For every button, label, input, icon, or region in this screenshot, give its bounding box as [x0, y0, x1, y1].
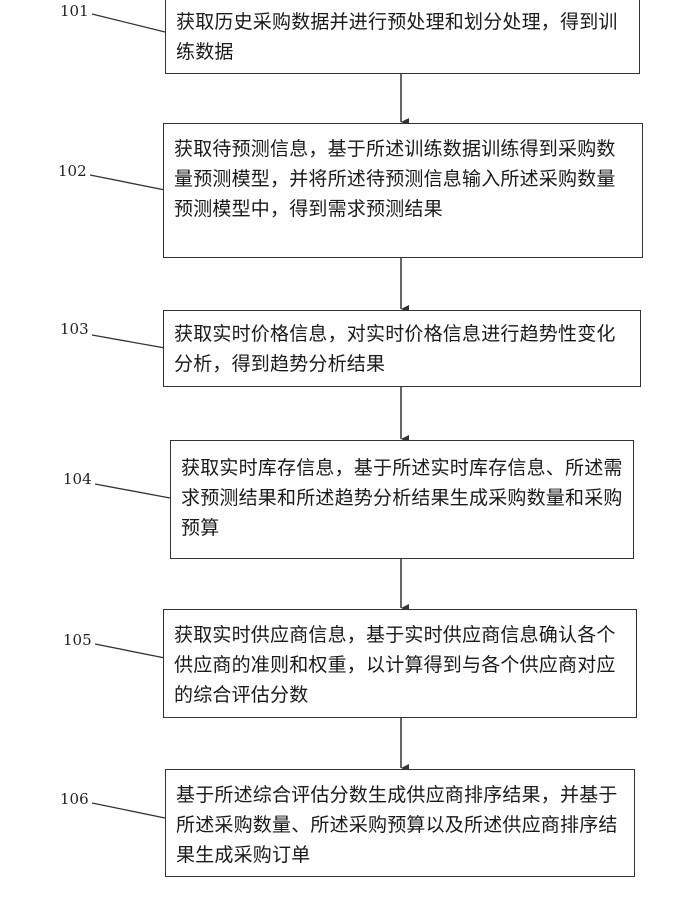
- step-label-105: 105: [63, 631, 92, 649]
- step-text-102: 获取待预测信息，基于所述训练数据训练得到采购数量预测模型，并将所述待预测信息输入…: [174, 134, 632, 224]
- leader-line-103: [92, 335, 165, 348]
- step-text-104: 获取实时库存信息，基于所述实时库存信息、所述需求预测结果和所述趋势分析结果生成采…: [181, 453, 623, 543]
- step-box-101: 获取历史采购数据并进行预处理和划分处理，得到训练数据: [165, 0, 640, 74]
- leader-line-104: [95, 484, 170, 498]
- step-label-106: 106: [60, 790, 89, 808]
- step-box-106: 基于所述综合评估分数生成供应商排序结果，并基于所述采购数量、所述采购预算以及所述…: [165, 769, 635, 877]
- step-box-103: 获取实时价格信息，对实时价格信息进行趋势性变化分析，得到趋势分析结果: [163, 310, 641, 387]
- step-label-101: 101: [60, 2, 89, 20]
- leader-line-102: [90, 175, 165, 190]
- step-text-101: 获取历史采购数据并进行预处理和划分处理，得到训练数据: [176, 7, 629, 67]
- step-box-104: 获取实时库存信息，基于所述实时库存信息、所述需求预测结果和所述趋势分析结果生成采…: [170, 440, 634, 559]
- step-label-104: 104: [63, 470, 92, 488]
- step-label-103: 103: [60, 320, 89, 338]
- step-text-103: 获取实时价格信息，对实时价格信息进行趋势性变化分析，得到趋势分析结果: [174, 319, 630, 379]
- step-box-105: 获取实时供应商信息，基于实时供应商信息确认各个供应商的准则和权重，以计算得到与各…: [163, 609, 637, 718]
- leader-line-101: [92, 14, 165, 32]
- step-text-106: 基于所述综合评估分数生成供应商排序结果，并基于所述采购数量、所述采购预算以及所述…: [176, 780, 624, 870]
- leader-line-106: [92, 803, 165, 818]
- step-text-105: 获取实时供应商信息，基于实时供应商信息确认各个供应商的准则和权重，以计算得到与各…: [174, 620, 626, 710]
- step-box-102: 获取待预测信息，基于所述训练数据训练得到采购数量预测模型，并将所述待预测信息输入…: [163, 123, 643, 258]
- leader-line-105: [95, 644, 165, 658]
- step-label-102: 102: [58, 162, 87, 180]
